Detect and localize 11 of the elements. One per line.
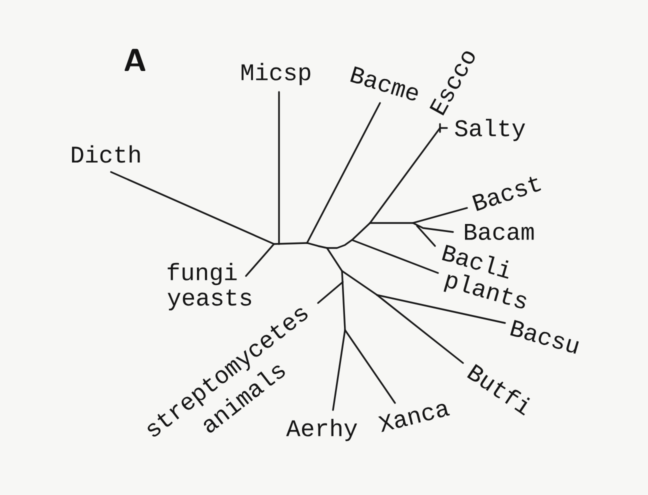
taxon-label: Bacst (472, 176, 542, 211)
taxon-label: yeasts (168, 290, 252, 310)
taxon-label: Micsp (242, 62, 310, 86)
panel-letter: A (124, 48, 146, 72)
taxon-label: Bacam (465, 224, 534, 240)
taxon-label: Salty (455, 118, 526, 142)
taxon-label: Dicth (72, 145, 140, 163)
taxon-label: Xanca (378, 404, 450, 432)
taxon-label: fungi (168, 262, 237, 286)
taxon-label: Bacme (350, 66, 418, 100)
taxon-label: Bacsu (510, 320, 579, 354)
